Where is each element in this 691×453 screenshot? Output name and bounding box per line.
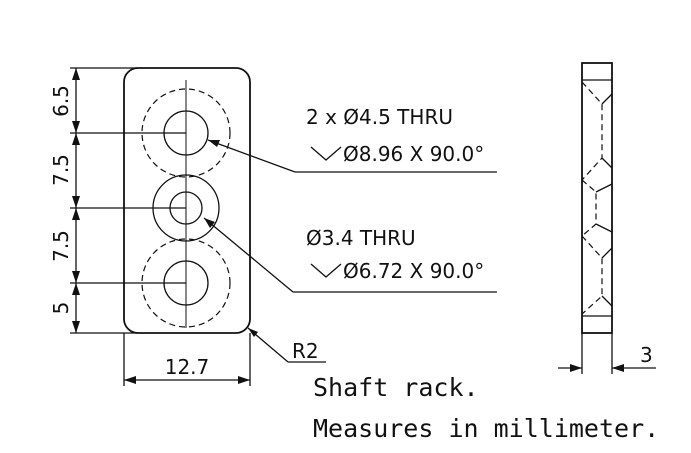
vertical-dimension-arrows [72,68,80,333]
large-hole-leader [207,139,497,173]
width-dimension [123,333,251,386]
small-hole-callout-line2: Ø6.72 X 90.0° [343,259,484,283]
large-hole-callout-line1: 2 x Ø4.5 THRU [306,105,453,129]
thickness-dimension [558,333,656,374]
small-hole-callout-line1: Ø3.4 THRU [306,226,416,250]
dim-top-offset: 6.5 [49,85,73,117]
extension-lines-left [70,67,186,334]
plate-outline [123,67,251,334]
caption-line-2: Measures in millimeter. [313,414,659,443]
dim-corner-radius: R2 [292,339,319,363]
dim-thickness: 3 [640,343,653,367]
countersink-symbol-icon [310,146,342,161]
side-view [581,62,613,334]
radius-leader [247,327,326,363]
dim-pitch-1: 7.5 [49,154,73,186]
large-hole-callout-line2: Ø8.96 X 90.0° [343,142,484,166]
dim-pitch-2: 7.5 [49,230,73,262]
dim-width: 12.7 [165,355,210,379]
countersink-symbol-icon [310,263,342,278]
caption-line-1: Shaft rack. [313,373,479,402]
small-hole-leader [203,217,497,293]
dim-bottom-offset: 5 [49,302,73,315]
